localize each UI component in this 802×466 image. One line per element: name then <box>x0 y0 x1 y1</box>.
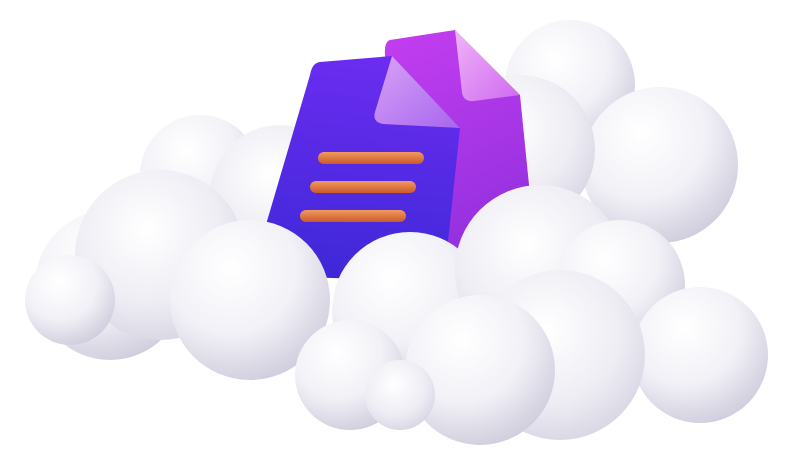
document-text-line <box>310 181 416 193</box>
document-text-line <box>300 210 406 222</box>
document-text-line <box>318 152 424 164</box>
document-front <box>254 56 460 282</box>
cloud-front <box>25 170 768 445</box>
